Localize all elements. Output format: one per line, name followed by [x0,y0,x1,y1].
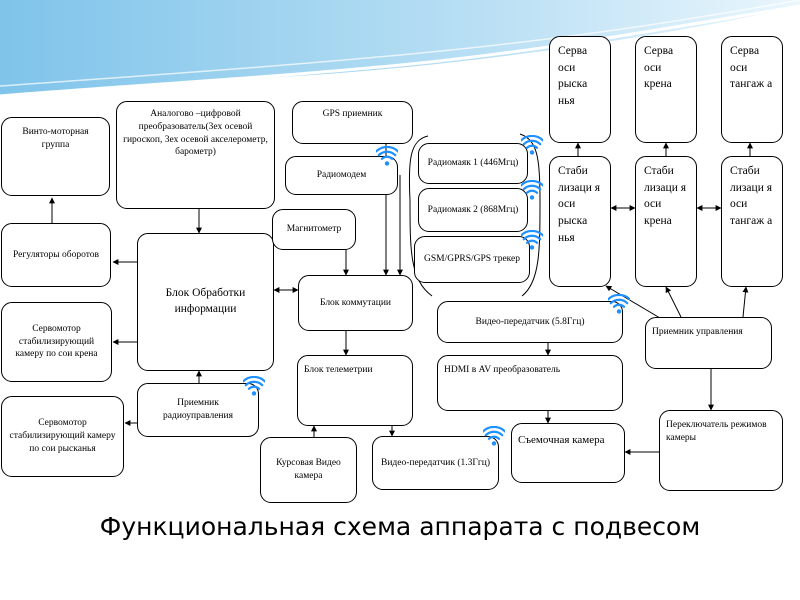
servo-camera-roll-block: Сервомотор стабилизирующий камеру по сои… [1,302,112,382]
stabilization-roll-label: Стаби лизаци я оси крена [644,165,687,228]
stabilization-roll-block: Стаби лизаци я оси крена [635,156,697,287]
hdmi-converter-label: HDMI в AV преобразователь [444,365,561,375]
servo-roll-label: Серва оси крена [644,45,674,91]
servo-pitch-label: Серва оси тангаж а [730,45,773,91]
stabilization-yaw-block: Стаби лизаци я оси рыскa нья [549,156,611,287]
stabilization-pitch-block: Стаби лизаци я оси тангаж а [721,156,783,287]
adc-label: Аналогово –цифровой преобразователь(3ех … [123,109,268,158]
servo-camera-yaw-label: Сервомотор стабилизирующий камеру по сои… [9,418,116,454]
adc-block: Аналогово –цифровой преобразователь(3ех … [116,101,275,209]
gsm-tracker-label: GSM/GPRS/GPS трекер [423,254,521,265]
stabilization-yaw-label: Стаби лизаци я оси рыскa нья [558,165,601,244]
video-transmitter-1-3-block: Видео-передатчик (1.3Ггц) [372,436,499,490]
gsm-tracker-block: GSM/GPRS/GPS трекер [414,236,530,283]
servo-camera-roll-label: Сервомотор стабилизирующий камеру по сои… [15,323,98,360]
telemetry-block: Блок телеметрии [297,355,413,426]
control-receiver-label: Приемник управления [652,327,743,337]
wifi-icon [483,426,505,446]
motor-group-label: Винто-моторная группа [22,127,89,150]
wifi-icon [521,180,543,200]
course-camera-label: Курсовая Видео камера [276,458,341,481]
beacon1-label: Радиомаяк 1 (446Мгц) [427,158,519,169]
mode-switch-block: Переключатель режимов камеры [659,410,783,491]
course-camera-block: Курсовая Видео камера [260,437,357,503]
camera-label: Съемочная камера [518,434,605,446]
radio-receiver-label: Приемник радиоуправления [163,398,233,421]
processing-label: Блок Обработки информации [165,287,246,315]
video-transmitter-5-8-label: Видео-передатчик (5.8Ггц) [475,316,585,327]
magnetometer-block: Магнитометр [272,209,356,250]
video-transmitter-1-3-label: Видео-передатчик (1.3Ггц) [380,457,490,468]
processing-block: Блок Обработки информации [137,233,274,371]
beacon2-block: Радиомаяк 2 (868Мгц) [418,188,528,232]
beacon2-label: Радиомаяк 2 (868Мгц) [427,204,519,215]
regulators-block: Регуляторы оборотов [1,223,111,287]
servo-yaw-label: Серва оси рыскa нья [558,45,588,108]
switching-label: Блок коммутации [319,297,392,308]
wifi-icon [521,230,543,250]
video-transmitter-5-8-block: Видео-передатчик (5.8Ггц) [437,301,623,343]
camera-block: Съемочная камера [511,423,625,483]
control-receiver-block: Приемник управления [645,317,772,369]
radiomodem-block: Радиомодем [285,156,398,195]
radiomodem-label: Радиомодем [316,170,367,181]
servo-roll-block: Серва оси крена [635,36,697,143]
gps-block: GPS приемник [292,101,413,144]
radio-receiver-block: Приемник радиоуправления [137,383,259,437]
wifi-icon [243,376,265,396]
regulators-label: Регуляторы оборотов [13,249,99,260]
servo-yaw-block: Серва оси рыскa нья [549,36,611,143]
beacon1-block: Радиомаяк 1 (446Мгц) [418,143,528,184]
telemetry-label: Блок телеметрии [304,365,373,375]
mode-switch-label: Переключатель режимов камеры [666,420,767,443]
motor-group-block: Винто-моторная группа [1,117,110,196]
wifi-icon [376,146,398,166]
wifi-icon [608,294,630,314]
gps-label: GPS приемник [322,109,383,119]
servo-pitch-block: Серва оси тангаж а [721,36,783,143]
magnetometer-label: Магнитометр [286,224,342,235]
servo-camera-yaw-block: Сервомотор стабилизирующий камеру по сои… [1,396,124,477]
stabilization-pitch-label: Стаби лизаци я оси тангаж а [730,165,773,228]
switching-block: Блок коммутации [298,275,413,331]
diagram-title: Функциональная схема аппарата с подвесом [99,512,701,541]
hdmi-converter-block: HDMI в AV преобразователь [437,355,623,411]
wifi-icon [521,135,543,155]
